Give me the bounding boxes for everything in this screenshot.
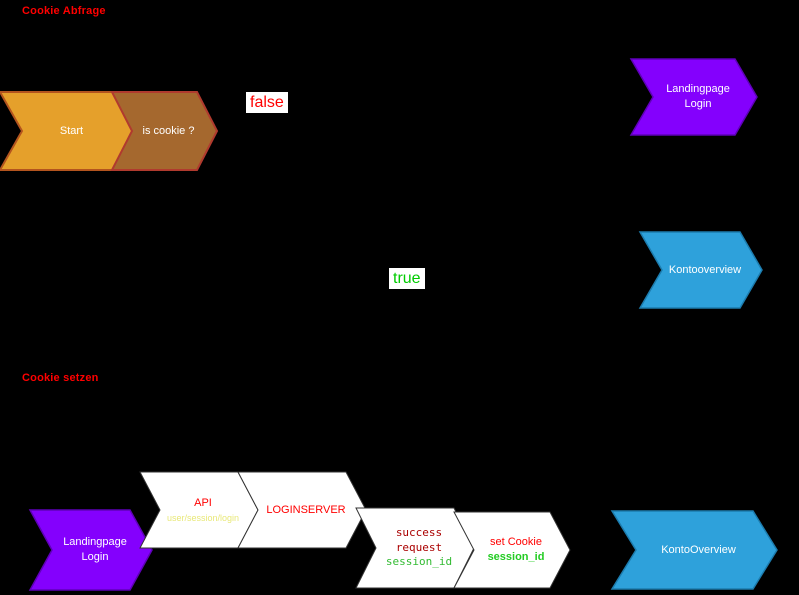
arrow-shape-icon bbox=[453, 511, 571, 589]
node-loginserver-label: LOGINSERVER bbox=[266, 503, 346, 516]
node-landingpage-login-top-line2: Login bbox=[684, 98, 712, 110]
node-api-label: API bbox=[194, 496, 212, 509]
node-set-cookie-sublabel: session_id bbox=[487, 551, 545, 563]
arrow-shape-icon bbox=[610, 510, 778, 590]
node-response-line3: session_id bbox=[385, 555, 453, 569]
node-landingpage-login-bottom-line1: Landingpage bbox=[63, 536, 127, 549]
node-start-label: Start bbox=[59, 124, 84, 137]
arrow-shape-icon bbox=[629, 58, 758, 136]
node-landingpage-login-top: Landingpage Login bbox=[629, 58, 758, 136]
node-loginserver: LOGINSERVER bbox=[237, 471, 367, 549]
is-cookie-shape bbox=[110, 91, 219, 171]
node-kontooverview-bottom: KontoOverview bbox=[610, 510, 778, 590]
node-api-sublabel: user/session/login bbox=[166, 513, 240, 524]
landingpage-login-top-shape bbox=[629, 58, 758, 136]
node-is-cookie-label: is cookie ? bbox=[142, 124, 195, 137]
loginserver-shape bbox=[237, 471, 367, 549]
landingpage-login-bottom-shape bbox=[28, 509, 153, 591]
edge-label-true: true bbox=[389, 268, 425, 290]
node-set-cookie: set Cookie session_id bbox=[453, 511, 571, 589]
node-landingpage-login-bottom: Landingpage Login bbox=[28, 509, 153, 591]
edge-label-false: false bbox=[246, 92, 288, 114]
arrow-shape-icon bbox=[638, 231, 763, 309]
kontooverview-top-shape bbox=[638, 231, 763, 309]
node-kontooverview-top-label: Kontooverview bbox=[668, 263, 742, 276]
node-is-cookie: is cookie ? bbox=[110, 91, 219, 171]
node-response-line1: success bbox=[395, 525, 443, 539]
node-response-line2: request bbox=[395, 540, 443, 554]
section-title-cookie-setzen: Cookie setzen bbox=[22, 372, 99, 384]
node-landingpage-login-bottom-line2: Login bbox=[81, 551, 109, 563]
node-kontooverview-bottom-label: KontoOverview bbox=[661, 543, 736, 556]
kontooverview-bottom-shape bbox=[610, 510, 778, 590]
section-title-cookie-abfrage: Cookie Abfrage bbox=[22, 5, 106, 17]
node-set-cookie-label: set Cookie bbox=[490, 536, 542, 549]
node-kontooverview-top: Kontooverview bbox=[638, 231, 763, 309]
arrow-shape-icon bbox=[28, 509, 153, 591]
set-cookie-shape bbox=[453, 511, 571, 589]
arrow-shape-icon bbox=[237, 471, 367, 549]
arrow-shape-icon bbox=[110, 91, 219, 171]
node-landingpage-login-top-line1: Landingpage bbox=[666, 83, 730, 96]
